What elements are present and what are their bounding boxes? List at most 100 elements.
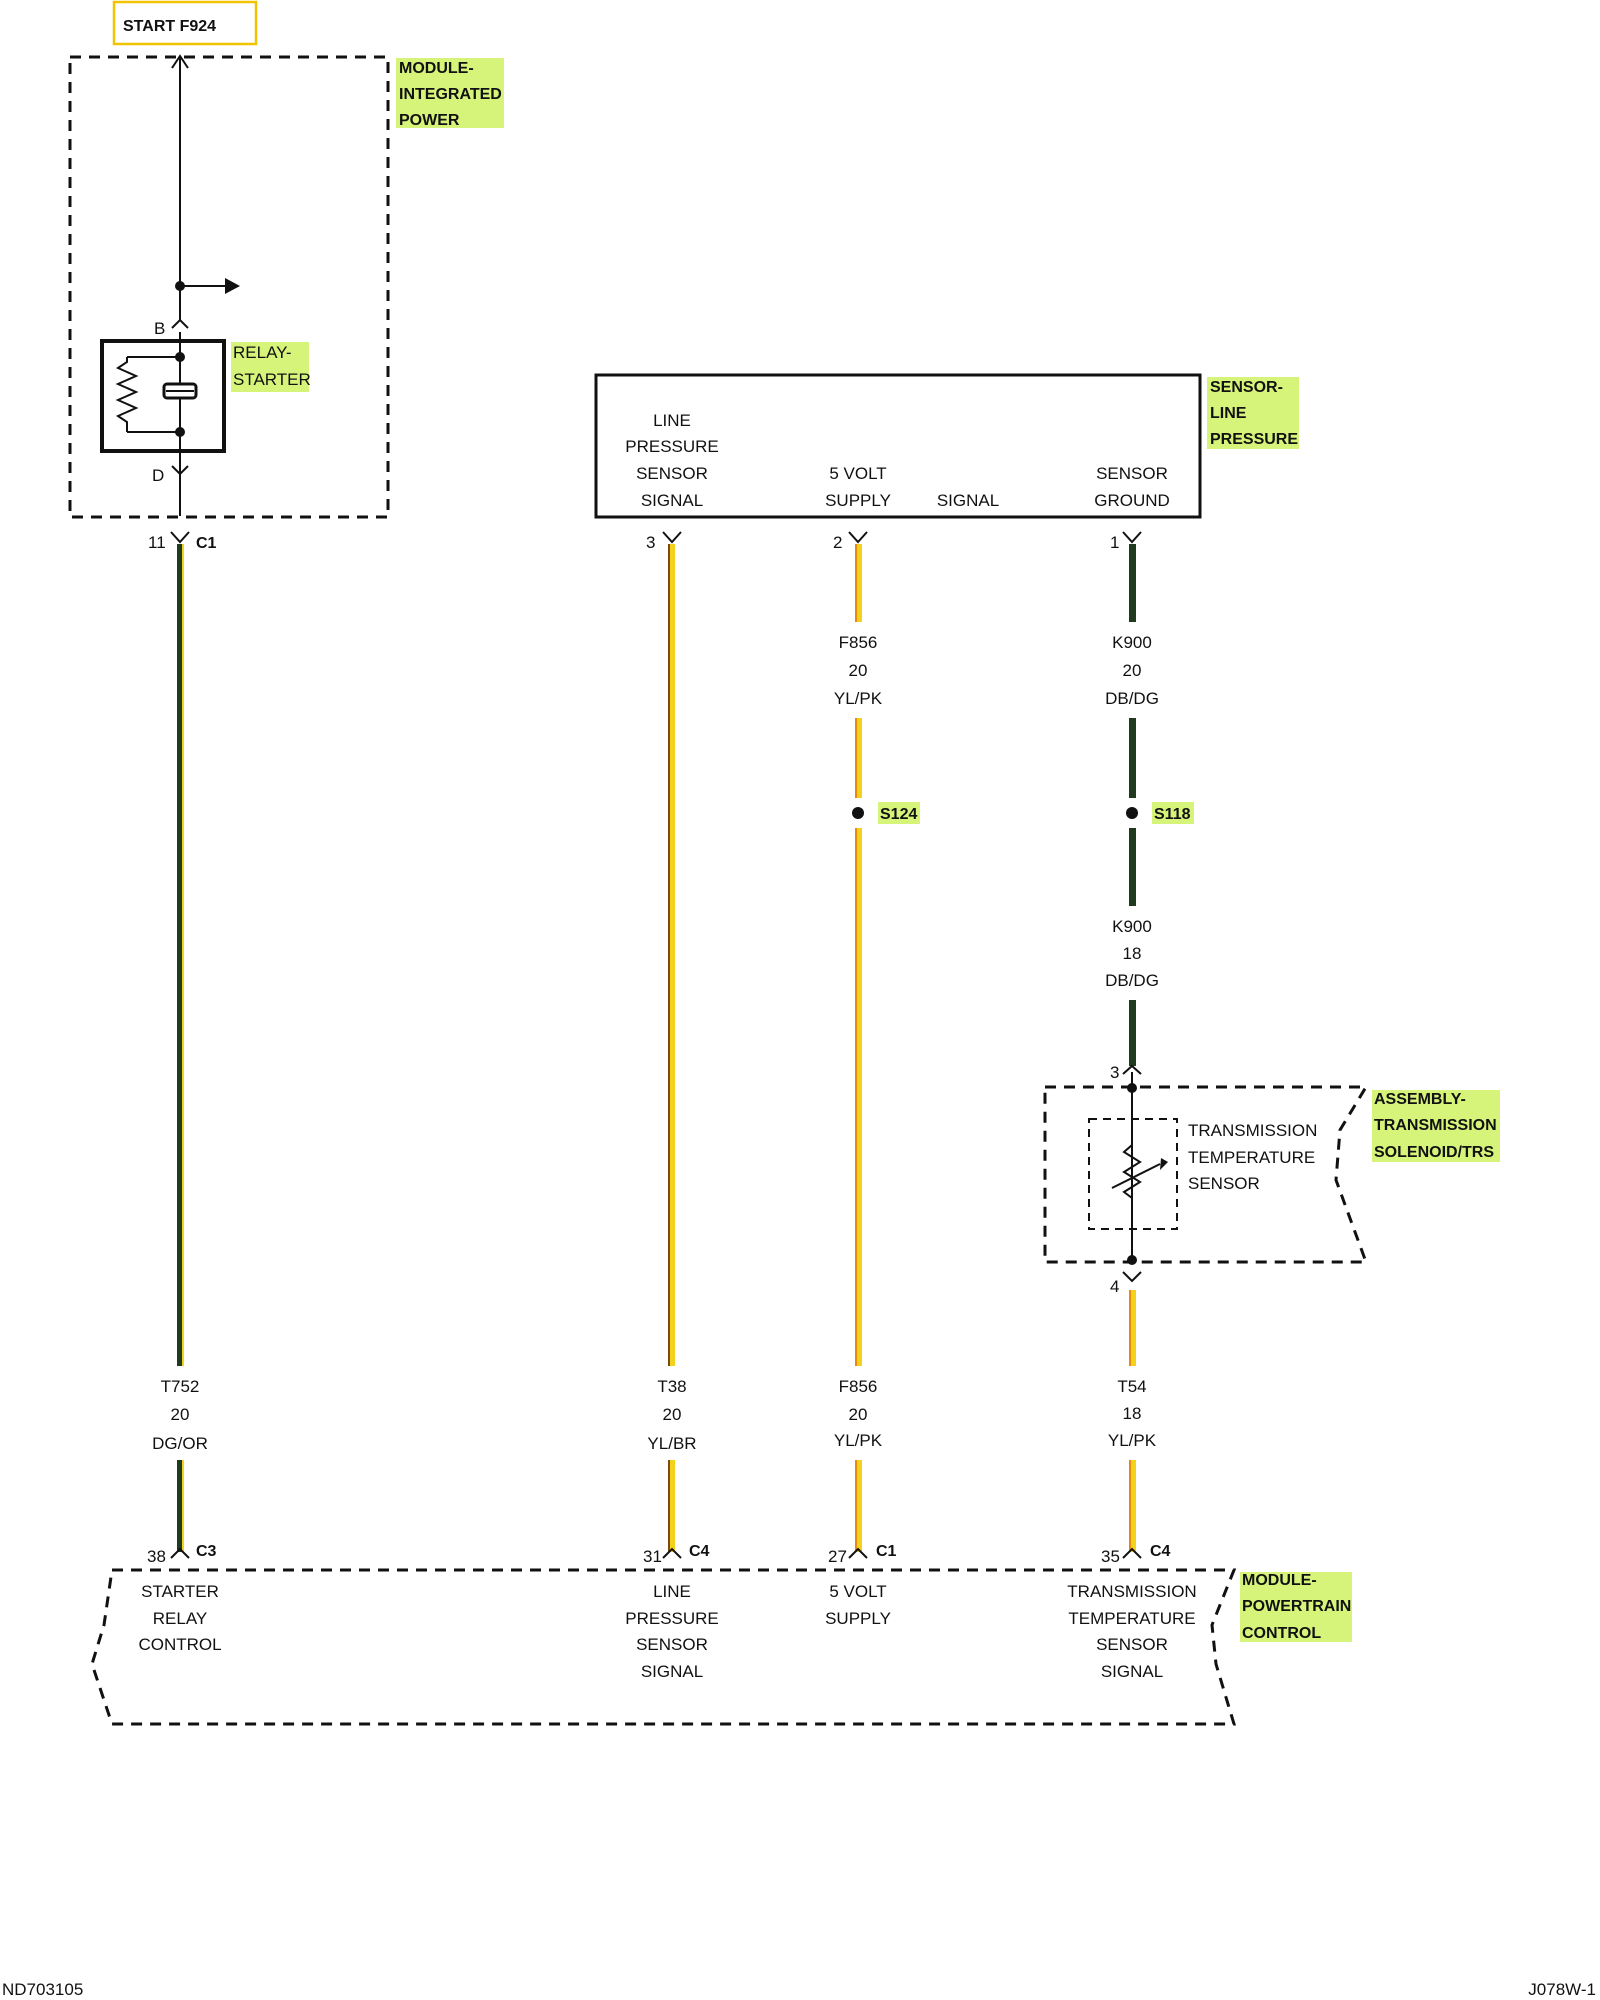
bottom-pin-row: 38 C3 31 C4 27 C1 35 C4 [147, 1543, 1171, 1566]
integrated-power-module-outline [68, 55, 390, 519]
svg-text:SIGNAL: SIGNAL [937, 491, 999, 510]
sensor-box-col1: LINE PRESSURE SENSOR SIGNAL [625, 411, 719, 510]
svg-text:SENSOR: SENSOR [636, 1635, 708, 1654]
splice-s124: S124 [852, 802, 920, 824]
pcm-outline [90, 1568, 1237, 1726]
footer-left-code: ND703105 [2, 1980, 83, 1999]
svg-text:K900: K900 [1112, 917, 1152, 936]
ipm-label-line1: MODULE- [399, 60, 474, 77]
wire-t54 [1129, 1290, 1136, 1552]
svg-text:SENSOR: SENSOR [1096, 464, 1168, 483]
svg-text:20: 20 [663, 1405, 682, 1424]
sensor-box-col2: 5 VOLT SUPPLY [825, 464, 891, 510]
bottom-pin-35: 35 [1101, 1547, 1120, 1566]
top-conn-c1: C1 [196, 535, 217, 552]
pcm-col4: TRANSMISSION TEMPERATURE SENSOR SIGNAL [1067, 1582, 1196, 1681]
trs-pin-3-connector-icon [1122, 1064, 1142, 1075]
top-pin-row: 11 C1 3 2 1 [148, 531, 1142, 552]
bottom-conn-c1: C1 [876, 1543, 897, 1560]
svg-text:SIGNAL: SIGNAL [641, 1662, 703, 1681]
trs-pin-4-connector-icon [1122, 1271, 1142, 1283]
svg-text:F856: F856 [839, 633, 878, 652]
assembly-trans-label: ASSEMBLY- TRANSMISSION SOLENOID/TRS [1372, 1090, 1500, 1162]
svg-text:T54: T54 [1117, 1377, 1146, 1396]
svg-text:T752: T752 [161, 1377, 200, 1396]
top-pin-2: 2 [833, 533, 842, 552]
svg-text:18: 18 [1123, 1404, 1142, 1423]
svg-text:TEMPERATURE: TEMPERATURE [1188, 1148, 1315, 1167]
footer-right-code: J078W-1 [1528, 1980, 1596, 1999]
wire-label-t38: T38 20 YL/BR [647, 1377, 696, 1453]
right-arrow-icon [225, 278, 240, 294]
svg-text:5 VOLT: 5 VOLT [829, 1582, 886, 1601]
relay-starter-label: RELAY- STARTER [231, 342, 311, 392]
top-pin-11: 11 [148, 533, 166, 552]
trs-assembly-outline [1043, 1085, 1369, 1264]
svg-text:PRESSURE: PRESSURE [625, 1609, 719, 1628]
svg-text:YL/BR: YL/BR [647, 1434, 696, 1453]
up-arrow-icon [171, 54, 189, 69]
relay-pin-d: D [152, 466, 164, 485]
thermistor-icon [1122, 1130, 1142, 1215]
svg-text:YL/PK: YL/PK [834, 689, 883, 708]
trs-sensor-text: TRANSMISSION TEMPERATURE SENSOR [1188, 1121, 1317, 1193]
svg-text:SIGNAL: SIGNAL [1101, 1662, 1163, 1681]
svg-text:CONTROL: CONTROL [1242, 1625, 1321, 1642]
sensor-line-pressure-label: SENSOR- LINE PRESSURE [1207, 377, 1299, 449]
top-pin-3: 3 [646, 533, 655, 552]
svg-text:LINE: LINE [1210, 405, 1247, 422]
svg-text:TRANSMISSION: TRANSMISSION [1188, 1121, 1317, 1140]
splice-s118: S118 [1126, 802, 1194, 824]
svg-text:DG/OR: DG/OR [152, 1434, 208, 1453]
svg-text:LINE: LINE [653, 411, 691, 430]
svg-text:DB/DG: DB/DG [1105, 689, 1159, 708]
svg-text:SENSOR-: SENSOR- [1210, 379, 1283, 396]
svg-text:PRESSURE: PRESSURE [1210, 431, 1298, 448]
svg-text:LINE: LINE [653, 1582, 691, 1601]
wire-label-t752: T752 20 DG/OR [152, 1377, 208, 1453]
svg-text:5 VOLT: 5 VOLT [829, 464, 886, 483]
svg-text:S124: S124 [880, 806, 917, 823]
wire-k900 [1129, 544, 1136, 1066]
line-pressure-sensor-box [594, 373, 1202, 519]
svg-text:18: 18 [1123, 944, 1142, 963]
svg-text:SUPPLY: SUPPLY [825, 1609, 891, 1628]
start-f924-box: START F924 [112, 0, 258, 46]
bottom-conn-c4-2: C4 [1150, 1543, 1171, 1560]
svg-text:PRESSURE: PRESSURE [625, 437, 719, 456]
pcm-col3: 5 VOLT SUPPLY [825, 1582, 891, 1628]
top-pin-1: 1 [1110, 533, 1119, 552]
svg-text:SENSOR: SENSOR [1188, 1174, 1260, 1193]
svg-text:MODULE-: MODULE- [1242, 1572, 1317, 1589]
start-f924-label: START F924 [123, 18, 216, 35]
svg-text:GROUND: GROUND [1094, 491, 1170, 510]
powertrain-module-label: MODULE- POWERTRAIN CONTROL [1240, 1572, 1352, 1642]
pin-b-connector-icon [171, 318, 189, 329]
thermistor-arrow-icon [1160, 1158, 1168, 1170]
wire-f856 [855, 544, 862, 1552]
svg-text:SOLENOID/TRS: SOLENOID/TRS [1374, 1144, 1494, 1161]
bottom-conn-c3: C3 [196, 1543, 217, 1560]
wire-label-t54: T54 18 YL/PK [1108, 1377, 1157, 1450]
relay-label-line2: STARTER [233, 370, 311, 389]
relay-starter-symbol [100, 332, 226, 470]
svg-text:TEMPERATURE: TEMPERATURE [1068, 1609, 1195, 1628]
svg-text:20: 20 [171, 1405, 190, 1424]
relay-pin-b: B [154, 319, 165, 338]
svg-text:STARTER: STARTER [141, 1582, 219, 1601]
bottom-pin-31: 31 [643, 1547, 662, 1566]
resistor-icon [115, 357, 139, 432]
ipm-label-line2: INTEGRATED [399, 86, 502, 103]
svg-text:SENSOR: SENSOR [636, 464, 708, 483]
svg-text:F856: F856 [839, 1377, 878, 1396]
wire-t752 [177, 544, 184, 1552]
svg-text:TRANSMISSION: TRANSMISSION [1067, 1582, 1196, 1601]
svg-text:RELAY: RELAY [153, 1609, 208, 1628]
svg-text:DB/DG: DB/DG [1105, 971, 1159, 990]
svg-text:T38: T38 [657, 1377, 686, 1396]
svg-text:TRANSMISSION: TRANSMISSION [1374, 1117, 1497, 1134]
wire-label-k900-mid: K900 18 DB/DG [1105, 917, 1159, 990]
pcm-col2: LINE PRESSURE SENSOR SIGNAL [625, 1582, 719, 1681]
svg-text:S118: S118 [1154, 806, 1191, 823]
